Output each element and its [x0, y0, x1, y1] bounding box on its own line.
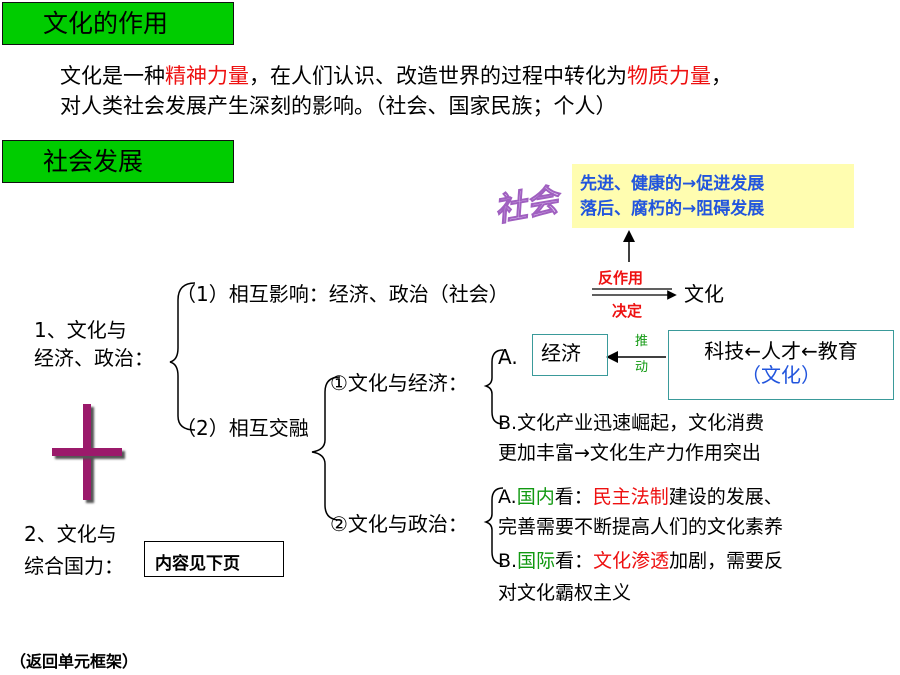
node2-label-line-2: 综合国力：: [24, 554, 124, 578]
tech-line-2: （文化）: [741, 363, 821, 387]
header-culture-role: 文化的作用: [2, 2, 234, 45]
push-label-1: 推: [635, 334, 649, 349]
node1-label-line-1: 1、文化与: [34, 318, 127, 342]
economy-b-line-2: 更加丰富→文化生产力作用突出: [498, 442, 761, 464]
bracket-node1: [169, 282, 196, 431]
node1-label-line-2: 经济、政治：: [34, 346, 154, 370]
economy-box: 经济: [532, 334, 608, 376]
politics-b-line-2: 对文化霸权主义: [498, 582, 632, 604]
header-social-development: 社会发展: [2, 140, 234, 183]
header-culture-role-text: 文化的作用: [43, 9, 169, 38]
economy-b-line-1: B.文化产业迅速崛起，文化消费: [498, 412, 765, 434]
society-effect-box: 先进、健康的→促进发展 落后、腐朽的→阻碍发展: [572, 164, 854, 228]
intro-line-2: 对人类社会发展产生深刻的影响。（社会、国家民族；个人）: [60, 94, 617, 118]
reaction-label: 反作用: [598, 269, 644, 287]
bracket-economy: [483, 349, 504, 425]
branch2-integration: （2）相互交融: [176, 416, 309, 440]
plus-icon: [52, 404, 122, 500]
tech-line-1: 科技←人才←教育: [704, 339, 858, 363]
next-page-button[interactable]: 内容见下页: [144, 541, 284, 577]
tech-talent-education-box: 科技←人才←教育 （文化）: [668, 330, 894, 400]
intro-line-1: 文化是一种精神力量，在人们认识、改造世界的过程中转化为物质力量，: [60, 64, 732, 88]
push-label-2: 动: [635, 360, 649, 375]
politics-a-line-1: A.国内看：民主法制建设的发展、: [498, 486, 783, 508]
politics-b-line-1: B.国际看：文化渗透加剧，需要反: [498, 550, 784, 572]
politics-title: ②文化与政治：: [330, 512, 468, 536]
society-effect-line-1: 先进、健康的→促进发展: [580, 174, 765, 194]
bracket-integration: [311, 376, 341, 521]
economy-a-prefix: A.: [498, 345, 518, 369]
economy-title: ①文化与经济：: [330, 371, 468, 395]
branch1-mutual-influence: （1）相互影响：经济、政治（社会）: [176, 282, 509, 306]
node2-label-line-1: 2、文化与: [24, 522, 117, 546]
decide-label: 决定: [612, 302, 643, 320]
bracket-politics: [483, 487, 504, 565]
header-social-development-text: 社会发展: [43, 147, 144, 176]
politics-a-line-2: 完善需要不断提高人们的文化素养: [498, 516, 784, 538]
back-to-unit-link[interactable]: （返回单元框架）: [10, 652, 139, 671]
society-effect-line-2: 落后、腐朽的→阻碍发展: [580, 198, 765, 219]
culture-label: 文化: [684, 282, 724, 306]
